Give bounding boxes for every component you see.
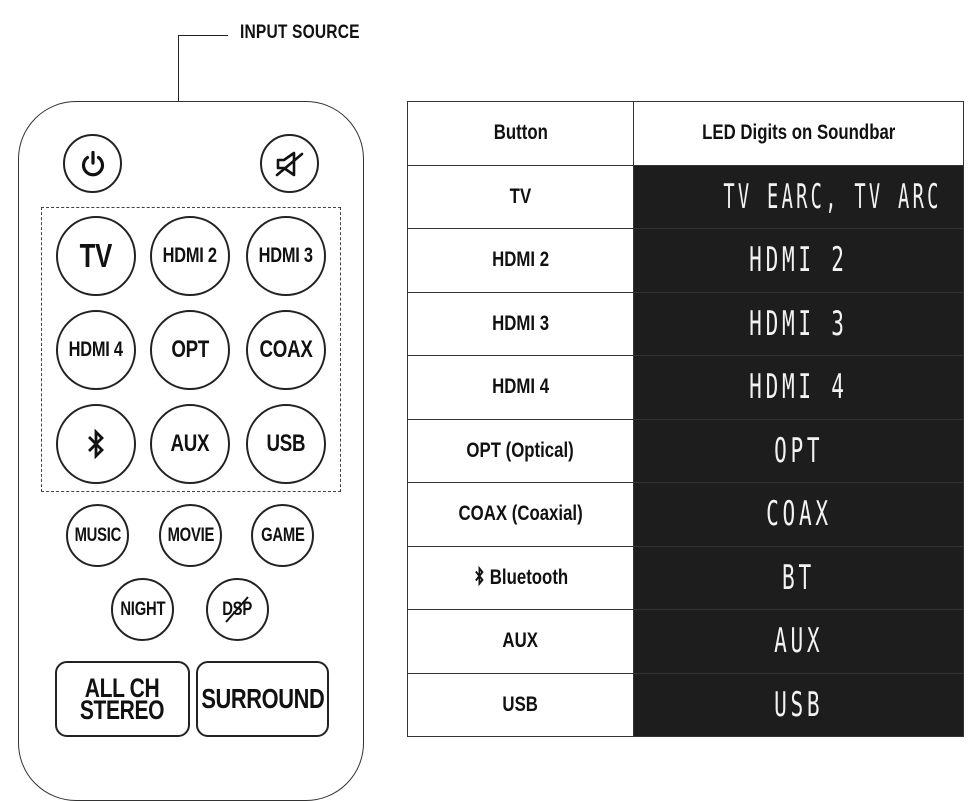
music-button-label: MUSIC (74, 524, 121, 546)
tv-button[interactable]: TV (56, 216, 136, 296)
aux-button[interactable]: AUX (150, 404, 230, 484)
mute-speaker-icon (275, 151, 303, 176)
all-ch-label: ALL CH (85, 673, 160, 703)
hdmi4-button-label: HDMI 4 (68, 338, 124, 361)
surround-button-label: SURROUND (200, 683, 325, 714)
bluetooth-row-label: Bluetooth (489, 566, 568, 590)
row-button-cell: HDMI 3 (407, 291, 634, 356)
usb-button-label: USB (266, 430, 306, 457)
row-button-cell: HDMI 4 (407, 355, 634, 420)
mute-button[interactable] (260, 134, 319, 193)
row-led-cell: USB (633, 672, 964, 737)
table-row: HDMI 4 HDMI 4 (407, 355, 964, 420)
game-button[interactable]: GAME (251, 504, 314, 567)
row-led-cell: BT (633, 545, 964, 610)
coax-button[interactable]: COAX (246, 310, 326, 390)
tv-button-label: TV (79, 237, 113, 274)
input-source-label: INPUT SOURCE (240, 22, 360, 43)
table-row: AUX AUX (407, 609, 964, 674)
music-button[interactable]: MUSIC (66, 504, 129, 567)
table-header-row: Button LED Digits on Soundbar (407, 101, 964, 166)
usb-button[interactable]: USB (246, 404, 326, 484)
opt-button[interactable]: OPT (150, 310, 230, 390)
opt-button-label: OPT (171, 336, 209, 363)
input-source-group (41, 207, 341, 492)
night-button-label: NIGHT (120, 598, 165, 620)
header-button: Button (407, 101, 634, 166)
header-led-digits: LED Digits on Soundbar (633, 101, 964, 166)
row-button-cell: USB (407, 672, 634, 737)
callout-line (178, 35, 228, 36)
row-button-cell: TV (407, 164, 634, 229)
bluetooth-icon (88, 428, 104, 460)
hdmi4-button[interactable]: HDMI 4 (56, 310, 136, 390)
row-button-cell: AUX (407, 609, 634, 674)
row-button-cell: COAX (Coaxial) (407, 482, 634, 547)
dsp-button[interactable]: DSP (206, 578, 269, 641)
game-button-label: GAME (260, 524, 305, 546)
hdmi3-button[interactable]: HDMI 3 (246, 216, 326, 296)
all-ch-stereo-button[interactable]: ALL CH STEREO (55, 661, 190, 737)
power-button[interactable] (63, 134, 122, 193)
row-led-cell: COAX (633, 482, 964, 547)
aux-button-label: AUX (170, 430, 210, 457)
movie-button-label: MOVIE (167, 524, 214, 546)
table-row: HDMI 3 HDMI 3 (407, 291, 964, 356)
strike-icon (225, 596, 249, 623)
row-led-cell: AUX (633, 609, 964, 674)
row-led-cell: HDMI 4 (633, 355, 964, 420)
table-row: Bluetooth BT (407, 545, 964, 610)
table-row: USB USB (407, 672, 964, 737)
row-button-cell: Bluetooth (407, 545, 634, 610)
movie-button[interactable]: MOVIE (159, 504, 222, 567)
hdmi3-button-label: HDMI 3 (258, 244, 314, 267)
table-row: COAX (Coaxial) COAX (407, 482, 964, 547)
row-led-cell: OPT (633, 418, 964, 483)
row-button-cell: HDMI 2 (407, 228, 634, 293)
table-row: TV TV EARC, TV ARC (407, 164, 964, 229)
power-icon (81, 150, 104, 176)
bluetooth-button[interactable] (56, 404, 136, 484)
bluetooth-icon (474, 566, 484, 587)
night-button[interactable]: NIGHT (111, 578, 174, 641)
hdmi2-button[interactable]: HDMI 2 (150, 216, 230, 296)
row-button-cell: OPT (Optical) (407, 418, 634, 483)
coax-button-label: COAX (259, 336, 313, 363)
led-digits-table: Button LED Digits on Soundbar TV TV EARC… (407, 101, 964, 737)
table-row: OPT (Optical) OPT (407, 418, 964, 483)
table-row: HDMI 2 HDMI 2 (407, 228, 964, 293)
hdmi2-button-label: HDMI 2 (162, 244, 218, 267)
surround-button[interactable]: SURROUND (196, 661, 329, 737)
row-led-cell: HDMI 3 (633, 291, 964, 356)
row-led-cell: TV EARC, TV ARC (633, 164, 964, 229)
row-led-cell: HDMI 2 (633, 228, 964, 293)
stereo-label: STEREO (80, 695, 165, 725)
